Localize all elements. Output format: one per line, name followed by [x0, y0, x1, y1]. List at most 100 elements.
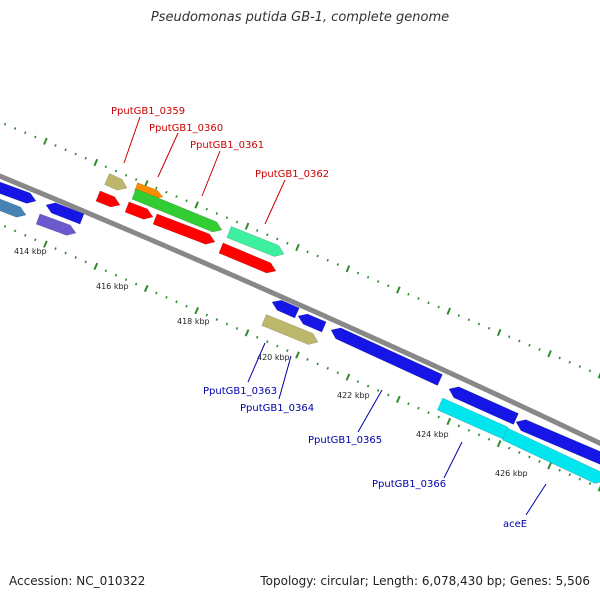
gene-feature-arrow[interactable] — [45, 202, 85, 225]
scale-tick — [255, 335, 259, 339]
scale-tick — [376, 389, 380, 392]
gene-label-forward[interactable]: PputGB1_0360 — [149, 123, 223, 134]
scale-tick — [225, 322, 229, 326]
scale-tick — [104, 165, 108, 169]
scale-tick — [306, 250, 309, 254]
scale-tick — [487, 326, 491, 330]
scale-tick — [295, 243, 300, 252]
scale-tick — [467, 428, 471, 432]
gene-labels: PputGB1_0359 PputGB1_0360 PputGB1_0361 P… — [111, 106, 527, 530]
scale-tick — [244, 222, 250, 230]
gene-feature-arrow[interactable] — [95, 190, 121, 208]
scale-tick — [306, 358, 309, 361]
scale-tick — [366, 275, 370, 279]
scale-tick — [427, 411, 430, 415]
gene-label-forward[interactable]: PputGB1_0361 — [190, 140, 264, 151]
scale-tick — [336, 263, 340, 266]
gene-label-forward[interactable]: PputGB1_0362 — [255, 169, 329, 180]
scale-tick — [326, 258, 329, 262]
gene-feature-arrow[interactable] — [35, 213, 77, 236]
scale-tick — [93, 158, 99, 167]
scale-tick — [235, 220, 239, 224]
scale-tick — [225, 216, 229, 220]
scale-tick — [276, 237, 279, 241]
scale-tick — [597, 485, 600, 492]
scale-tick — [175, 300, 178, 304]
scale-tick — [194, 201, 199, 209]
gene-feature-arrow[interactable] — [226, 226, 285, 257]
scale-tick — [43, 240, 48, 248]
feature-track — [0, 173, 600, 484]
scale-tick — [84, 260, 87, 264]
scale-tick — [24, 131, 27, 135]
scale-tick — [407, 402, 410, 406]
label-leaders — [123, 116, 547, 516]
gene-label-reverse[interactable]: PputGB1_0366 — [372, 479, 446, 490]
scale-tick — [477, 322, 481, 326]
scale-tick — [74, 152, 77, 156]
gene-feature-arrow[interactable] — [0, 198, 27, 218]
scale-tick — [266, 340, 269, 344]
scale-tick — [356, 380, 360, 384]
gene-label-forward[interactable]: PputGB1_0359 — [111, 106, 185, 117]
scale-tick — [417, 406, 420, 410]
scale-tick — [558, 468, 561, 472]
scale-tick — [316, 254, 319, 258]
scale-tick — [387, 393, 390, 397]
scale-tick — [244, 329, 250, 337]
scale-tick — [64, 148, 67, 152]
gene-feature-arrow[interactable] — [297, 313, 327, 333]
scale-tick — [518, 339, 521, 343]
gene-feature-arrow[interactable] — [330, 327, 443, 386]
gene-label-reverse[interactable]: PputGB1_0365 — [308, 435, 382, 446]
leader-line — [443, 441, 463, 479]
gene-feature-arrow[interactable] — [501, 427, 600, 484]
scale-tick — [194, 307, 199, 315]
scale-tick — [155, 186, 158, 190]
scale-tick — [366, 384, 370, 388]
leader-line — [247, 342, 266, 383]
gene-feature-arrow[interactable] — [448, 386, 519, 425]
scale-tick — [3, 225, 7, 228]
gene-feature-arrow[interactable] — [104, 173, 128, 191]
scale-tick — [477, 433, 481, 437]
gene-feature-arrow[interactable] — [261, 314, 319, 345]
scale-tick — [114, 169, 118, 173]
leader-line — [201, 150, 221, 197]
gene-label-reverse[interactable]: aceE — [503, 519, 527, 530]
scale-label: 416 kbp — [96, 282, 129, 291]
scale-tick — [34, 238, 37, 242]
scale-tick — [266, 233, 269, 237]
scale-tick — [84, 156, 87, 160]
scale-tick — [235, 326, 239, 330]
scale-tick — [538, 348, 541, 351]
leader-line — [123, 116, 141, 164]
scale-tick — [417, 297, 420, 300]
gene-feature-arrow[interactable] — [131, 188, 223, 233]
scale-tick — [54, 144, 57, 147]
gene-feature-arrow[interactable] — [515, 419, 600, 466]
scale-tick — [588, 369, 592, 373]
gene-feature-arrow[interactable] — [0, 181, 37, 204]
scale-tick — [3, 122, 7, 126]
gene-feature-arrow[interactable] — [124, 201, 154, 220]
gene-feature-arrow[interactable] — [152, 213, 216, 245]
map-title: Pseudomonas putida GB-1, complete genome — [150, 10, 450, 25]
gene-label-reverse[interactable]: PputGB1_0363 — [203, 386, 277, 397]
scale-tick — [155, 291, 158, 295]
scale-tick — [175, 195, 178, 198]
scale-tick — [134, 282, 138, 286]
gene-feature-arrow[interactable] — [271, 299, 300, 319]
scale-tick — [134, 178, 138, 181]
scale-tick — [336, 371, 340, 375]
scale-tick — [518, 451, 521, 454]
scale-tick — [467, 318, 471, 322]
genome-backbone — [0, 173, 600, 447]
scale-tick — [13, 127, 17, 130]
gene-feature-arrow[interactable] — [218, 242, 277, 274]
scale-tick — [547, 350, 552, 358]
gene-label-reverse[interactable]: PputGB1_0364 — [240, 403, 314, 414]
scale-tick — [376, 280, 380, 283]
scale-tick — [558, 356, 561, 360]
